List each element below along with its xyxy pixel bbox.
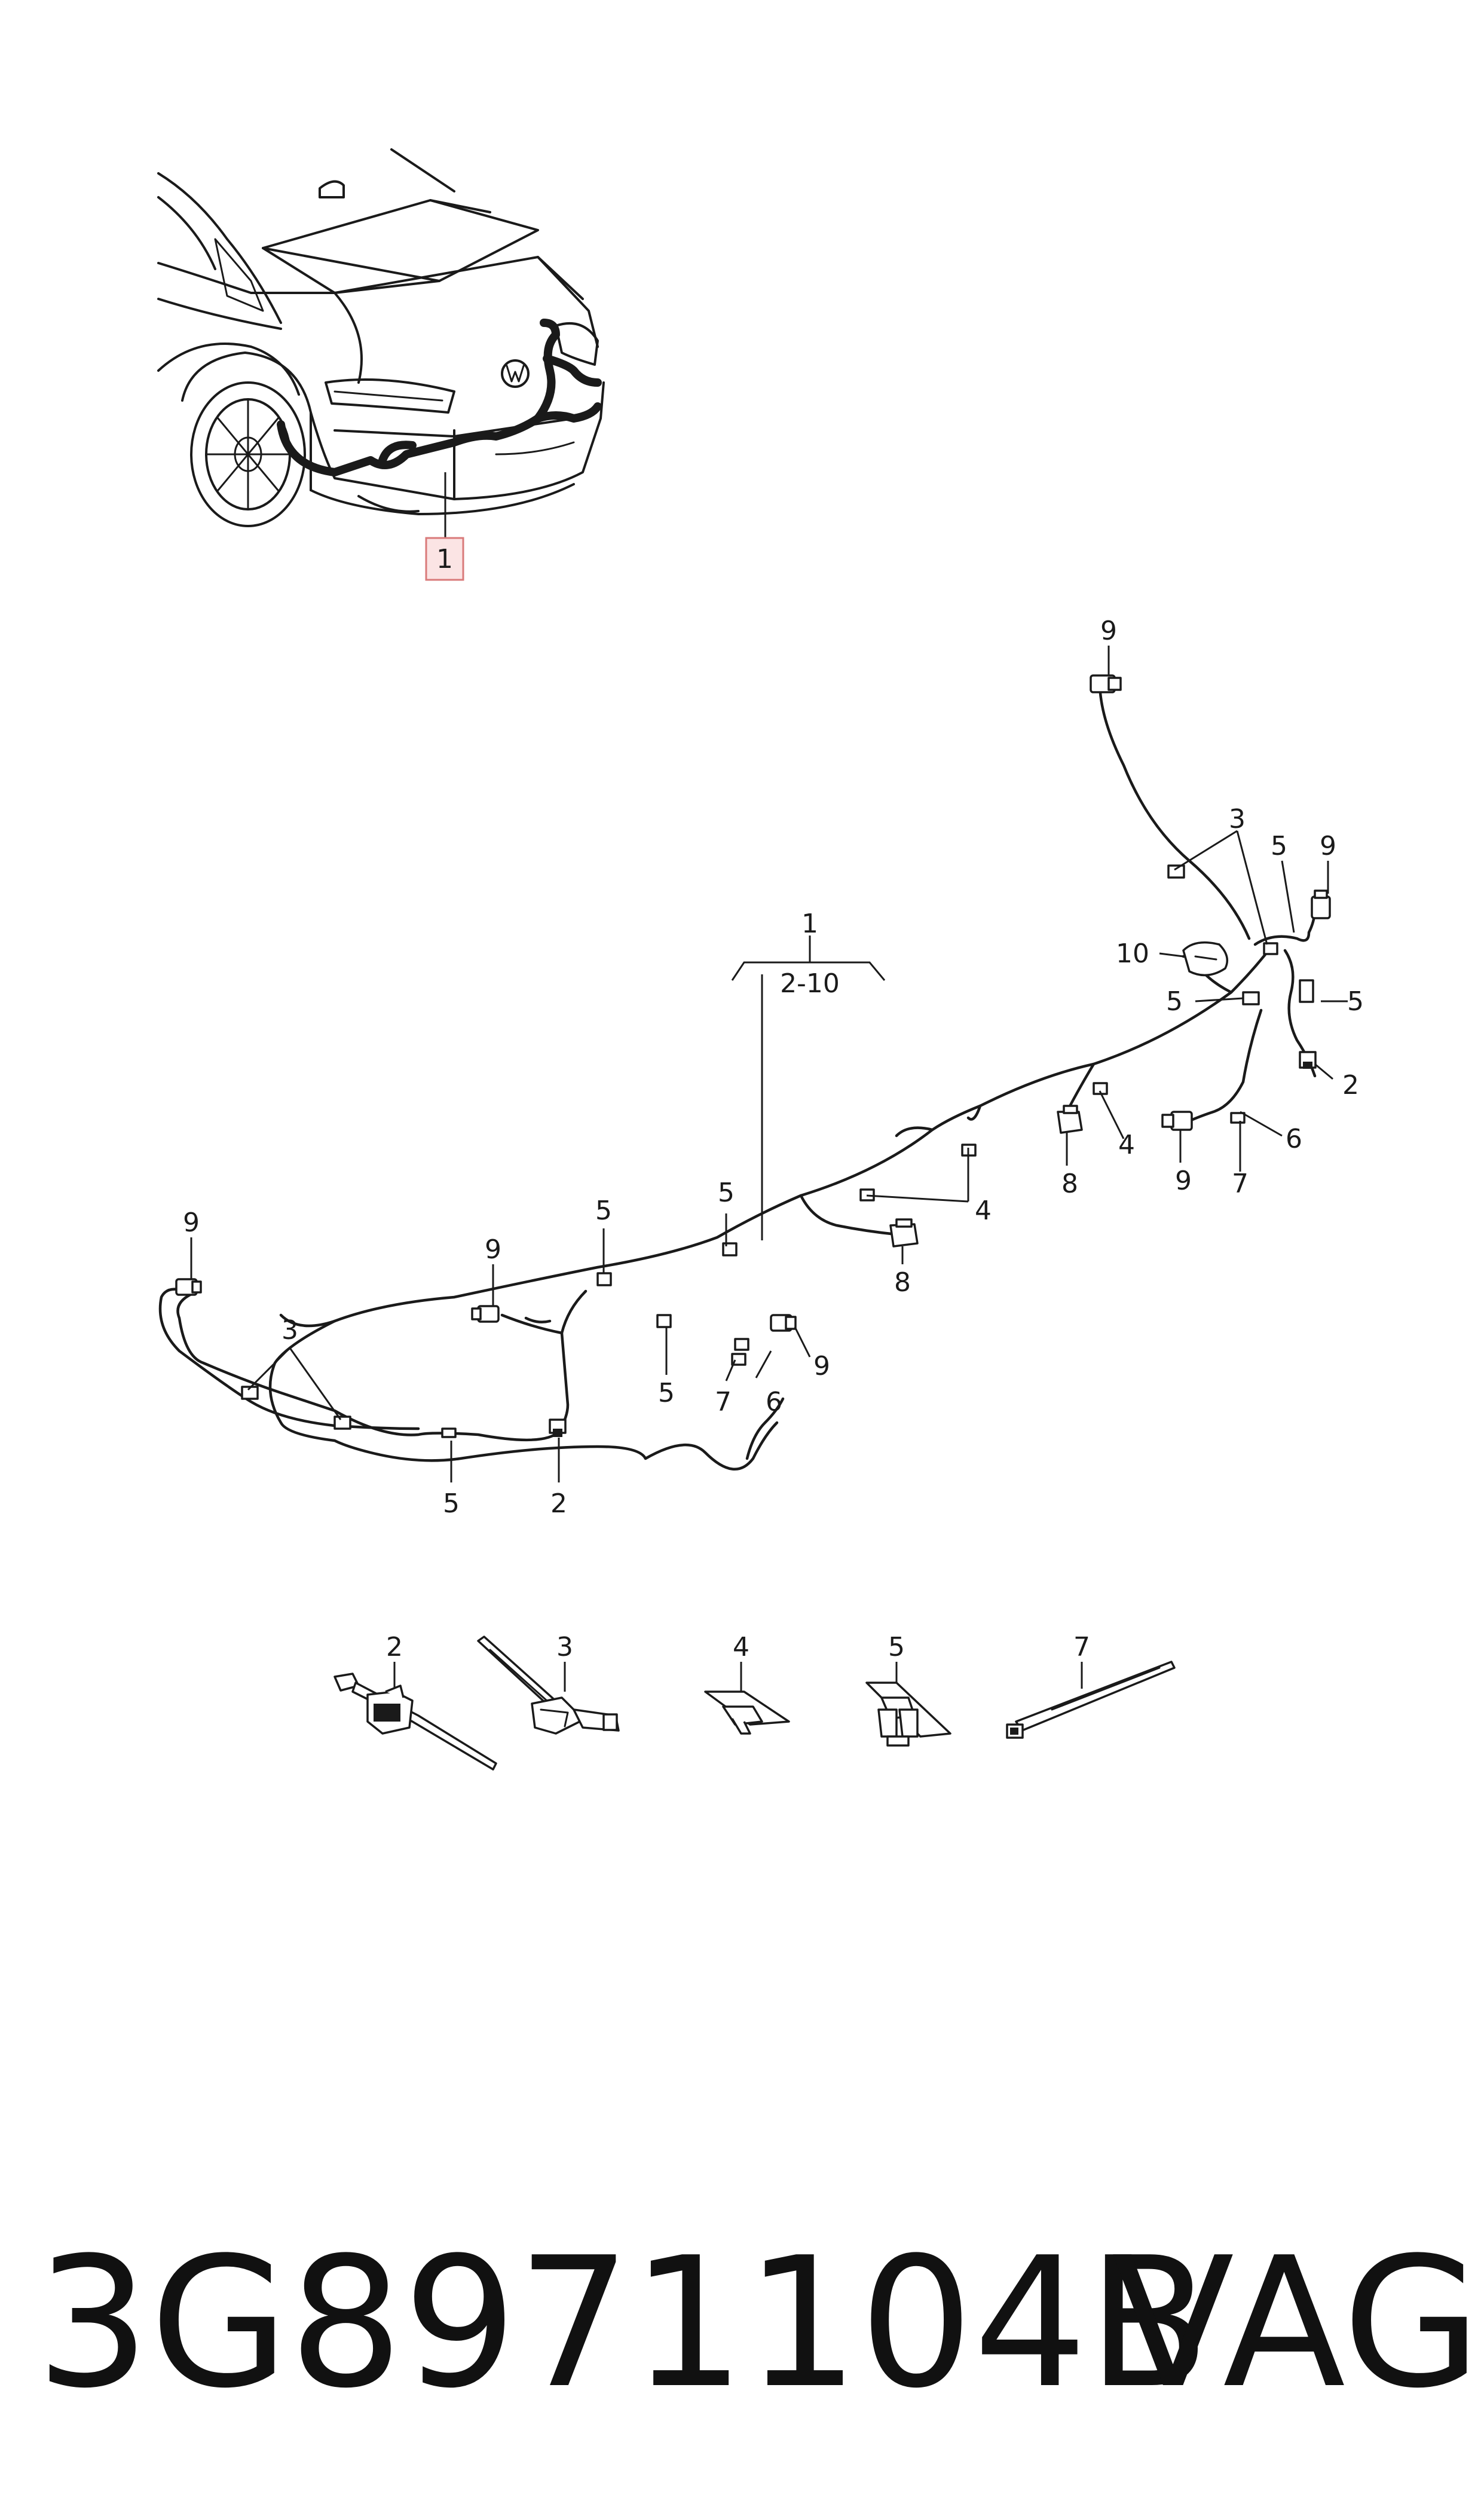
callout-3: 3 xyxy=(1229,804,1246,834)
legend-part-4: 4 xyxy=(704,1632,790,1735)
callout-9: 9 xyxy=(813,1351,830,1381)
connector-9-right-top xyxy=(1311,889,1331,919)
callout-7: 7 xyxy=(1232,1169,1249,1199)
callout-8: 8 xyxy=(894,1267,911,1298)
callout-5: 5 xyxy=(1347,986,1364,1017)
legend-part-3: 3 xyxy=(477,1632,620,1735)
part-number-text: 3G8971104B xyxy=(36,2219,1210,2428)
callout-4: 4 xyxy=(975,1196,992,1226)
main-harness xyxy=(158,680,1317,1471)
callout-9: 9 xyxy=(1100,616,1117,646)
car-callout-label: 1 xyxy=(436,544,453,574)
clip-2-left xyxy=(549,1419,567,1437)
svg-text:5: 5 xyxy=(888,1632,905,1662)
connector-9-right-low xyxy=(1161,1111,1193,1131)
connector-9-mid-left xyxy=(471,1305,500,1323)
callout-3: 3 xyxy=(281,1315,298,1346)
brand-text: VAG xyxy=(1112,2219,1481,2428)
callout-6: 6 xyxy=(1286,1124,1302,1154)
svg-text:3: 3 xyxy=(556,1632,573,1662)
callout-5: 5 xyxy=(1271,831,1287,861)
callout-5: 5 xyxy=(718,1178,735,1208)
parts-legend: 2 3 4 5 xyxy=(333,1632,1176,1771)
assembly-bracket xyxy=(731,936,886,981)
svg-text:2: 2 xyxy=(386,1632,403,1662)
callout-5: 5 xyxy=(595,1196,612,1226)
callout-4: 4 xyxy=(1118,1130,1135,1160)
legend-part-5: 5 xyxy=(865,1632,951,1747)
connector-10 xyxy=(1182,941,1229,977)
callout-2: 2 xyxy=(550,1488,567,1519)
callout-5: 5 xyxy=(658,1378,675,1408)
callout-2: 2 xyxy=(1342,1070,1359,1100)
callout-5: 5 xyxy=(443,1488,460,1519)
car-callout-box xyxy=(425,537,464,581)
svg-text:4: 4 xyxy=(733,1632,749,1662)
callout-9: 9 xyxy=(1175,1166,1192,1196)
connector-9-center xyxy=(770,1314,797,1332)
callout-main-assembly-range: 2-10 xyxy=(780,968,840,999)
car-rear-illustration xyxy=(157,148,605,527)
clip-2-right xyxy=(1299,1051,1317,1069)
callout-5: 5 xyxy=(1166,986,1183,1017)
harness-clips xyxy=(241,864,1314,1438)
svg-text:7: 7 xyxy=(1073,1632,1090,1662)
callout-7: 7 xyxy=(715,1387,732,1417)
callout-6: 6 xyxy=(766,1387,782,1417)
callout-9: 9 xyxy=(183,1207,200,1238)
callout-labels: 1 2-10 9 3 5 9 10 5 5 2 4 8 9 7 6 4 8 5 … xyxy=(183,616,1364,1519)
callout-9: 9 xyxy=(1320,831,1336,861)
leader-lines xyxy=(190,646,1348,1482)
legend-part-2: 2 xyxy=(333,1632,497,1771)
legend-part-7: 7 xyxy=(1006,1632,1176,1739)
harness-on-car xyxy=(277,319,602,476)
connector-8-center xyxy=(889,1218,919,1248)
callout-9: 9 xyxy=(485,1234,501,1265)
callout-10: 10 xyxy=(1116,938,1149,969)
connector-9-left xyxy=(175,1278,202,1296)
callout-main-assembly: 1 xyxy=(801,909,818,939)
connector-9-top xyxy=(1090,674,1122,693)
callout-8: 8 xyxy=(1061,1169,1078,1199)
connector-8-right xyxy=(1057,1105,1083,1134)
